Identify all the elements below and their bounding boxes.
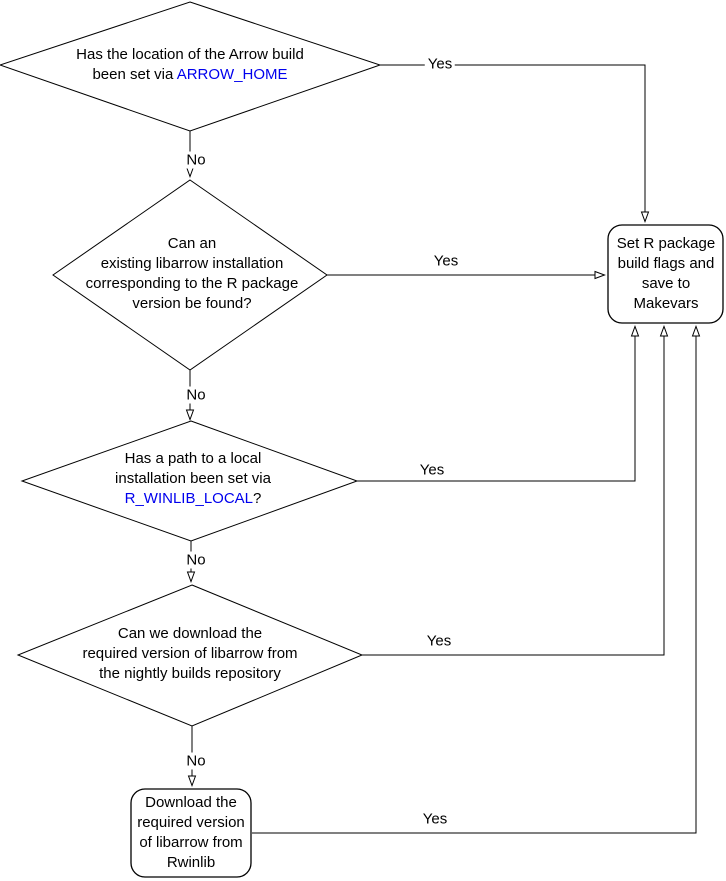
- decision-nightly-builds-text: Can we download the required version of …: [82, 624, 297, 684]
- edge-arrow-home-yes-line: [380, 64, 650, 223]
- edge-label-arrow-home-yes: Yes: [424, 55, 456, 73]
- text-line: Download the: [145, 794, 237, 811]
- text-line: Set R package: [616, 235, 716, 252]
- edge-label-arrow-home-no: No: [183, 151, 209, 169]
- text-line: installation been set via: [115, 470, 271, 487]
- edge-winlib-local-yes-line: [357, 325, 640, 482]
- text-line: been set via: [92, 66, 177, 83]
- decision-winlib-local-text: Has a path to a local installation been …: [115, 449, 271, 509]
- decision-existing-libarrow-text: Can an existing libarrow installation co…: [86, 234, 299, 314]
- decision-arrow-home-text: Has the location of the Arrow build been…: [76, 45, 304, 85]
- edge-nightly-builds-yes-line: [362, 325, 669, 656]
- edge-label-existing-libarrow-no: No: [183, 386, 209, 404]
- text-line: corresponding to the R package: [85, 275, 299, 292]
- process-download-rwinlib-shape: [130, 788, 252, 878]
- decision-winlib-local-shape: [20, 420, 359, 542]
- decision-existing-libarrow-shape: [52, 179, 328, 371]
- text-line: the nightly builds repository: [99, 665, 281, 682]
- text-line: Has a path to a local: [124, 450, 262, 467]
- winlib-local-link[interactable]: R_WINLIB_LOCAL: [124, 490, 254, 507]
- process-set-flags-shape: [607, 224, 724, 324]
- text-line: Has the location of the Arrow build: [76, 46, 304, 63]
- edge-label-winlib-local-no: No: [183, 551, 209, 569]
- text-line: R_WINLIB_LOCAL?: [115, 489, 271, 509]
- decision-arrow-home-shape: [0, 1, 382, 132]
- text-line: ?: [253, 490, 262, 507]
- text-line: Can we download the: [117, 625, 263, 642]
- process-download-rwinlib-text: Download the required version of libarro…: [137, 793, 245, 873]
- text-line: version be found?: [132, 295, 252, 312]
- text-line: save to: [641, 275, 691, 292]
- text-line: been set via ARROW_HOME: [76, 65, 304, 85]
- edge-label-winlib-local-yes: Yes: [416, 461, 448, 479]
- text-line: existing libarrow installation: [100, 255, 284, 272]
- arrow-home-link[interactable]: ARROW_HOME: [176, 66, 288, 83]
- edge-label-existing-libarrow-yes: Yes: [430, 252, 462, 270]
- text-line: Can an: [167, 235, 217, 252]
- text-line: required version of libarrow from: [82, 645, 298, 662]
- text-line: Rwinlib: [166, 854, 216, 871]
- edge-download-rwinlib-yes-line: [252, 325, 701, 834]
- edge-label-nightly-builds-no: No: [183, 752, 209, 770]
- text-line: Makevars: [633, 295, 699, 312]
- text-line: of libarrow from: [139, 834, 243, 851]
- text-line: build flags and: [617, 255, 715, 272]
- decision-nightly-builds-shape: [16, 584, 364, 727]
- edge-label-download-rwinlib-yes: Yes: [419, 810, 451, 828]
- edge-label-nightly-builds-yes: Yes: [423, 632, 455, 650]
- text-line: required version: [137, 814, 245, 831]
- process-set-flags-text: Set R package build flags and save to Ma…: [617, 234, 715, 314]
